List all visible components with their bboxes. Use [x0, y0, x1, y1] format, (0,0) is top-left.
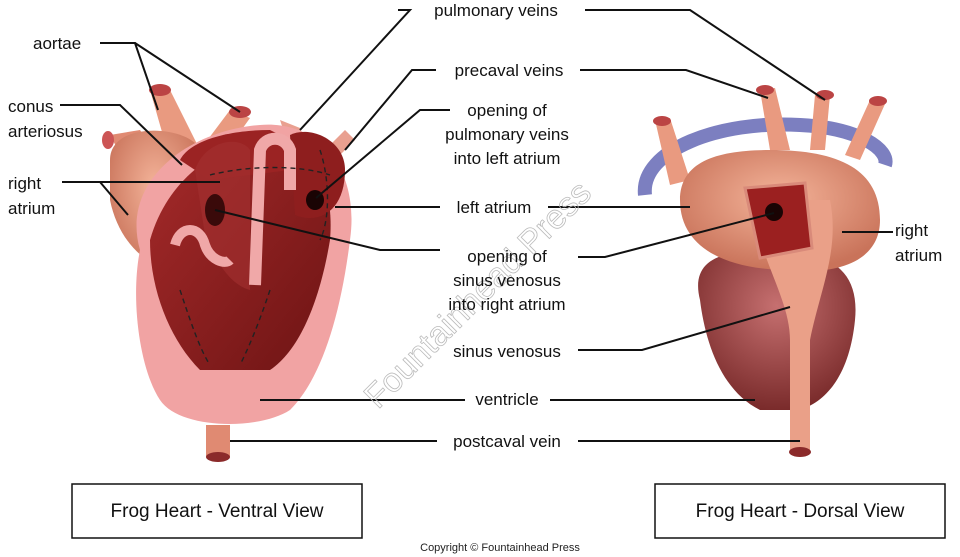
label-opening-pulmonary-3: into left atrium: [454, 149, 561, 168]
label-aortae: aortae: [33, 34, 81, 53]
caption-box-dorsal: [654, 483, 946, 539]
label-opening-sinus-2: sinus venosus: [453, 271, 561, 290]
caption-dorsal: Frog Heart - Dorsal View: [696, 501, 905, 522]
leader-lines: [60, 9, 893, 442]
label-precaval-veins: precaval veins: [455, 61, 564, 80]
label-right-atrium-ventral-2: atrium: [8, 199, 55, 218]
label-left-atrium: left atrium: [457, 198, 532, 217]
copyright: Copyright © Fountainhead Press: [420, 542, 580, 554]
label-conus-2: arteriosus: [8, 122, 83, 141]
label-opening-sinus-1: opening of: [467, 247, 547, 266]
label-opening-sinus-3: into right atrium: [448, 295, 565, 314]
label-opening-pulmonary-1: opening of: [467, 101, 547, 120]
label-postcaval-vein: postcaval vein: [453, 432, 561, 451]
label-sinus-venosus: sinus venosus: [453, 342, 561, 361]
label-right-atrium-dorsal-1: right: [895, 221, 928, 240]
label-opening-pulmonary-2: pulmonary veins: [445, 125, 569, 144]
caption-box-ventral: [71, 483, 363, 539]
dorsal-heart-illustration: [637, 85, 893, 457]
label-ventricle: ventricle: [475, 390, 538, 409]
caption-ventral: Frog Heart - Ventral View: [111, 501, 324, 522]
label-conus-1: conus: [8, 97, 53, 116]
label-right-atrium-ventral-1: right: [8, 174, 41, 193]
ventral-heart-illustration: [102, 84, 355, 462]
label-right-atrium-dorsal-2: atrium: [895, 246, 942, 265]
label-pulmonary-veins: pulmonary veins: [434, 1, 558, 20]
